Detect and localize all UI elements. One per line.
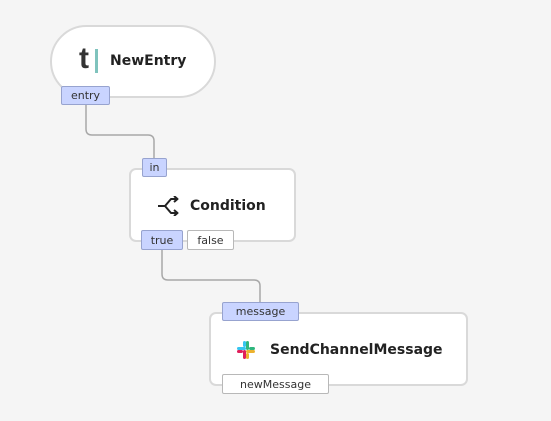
output-port-entry[interactable]: entry [61,86,110,105]
edge-true-to-message [161,249,261,302]
slack-logo-icon [236,340,256,360]
output-port-true[interactable]: true [141,230,183,250]
node-new-entry[interactable]: t NewEntry [50,25,216,98]
typeform-logo-letter: t [79,42,89,75]
branch-icon [157,195,179,217]
typeform-logo-icon: t [79,42,101,75]
input-port-message[interactable]: message [222,302,299,321]
input-port-in[interactable]: in [142,158,167,177]
node-label: Condition [190,198,266,214]
typeform-logo-bar [95,49,98,73]
node-send-channel-message[interactable]: SendChannelMessage [209,312,468,386]
output-port-new-message[interactable]: newMessage [222,374,329,394]
edge-entry-to-in [85,104,155,158]
node-label: NewEntry [110,53,187,69]
node-label: SendChannelMessage [270,342,443,358]
output-port-false[interactable]: false [187,230,234,250]
